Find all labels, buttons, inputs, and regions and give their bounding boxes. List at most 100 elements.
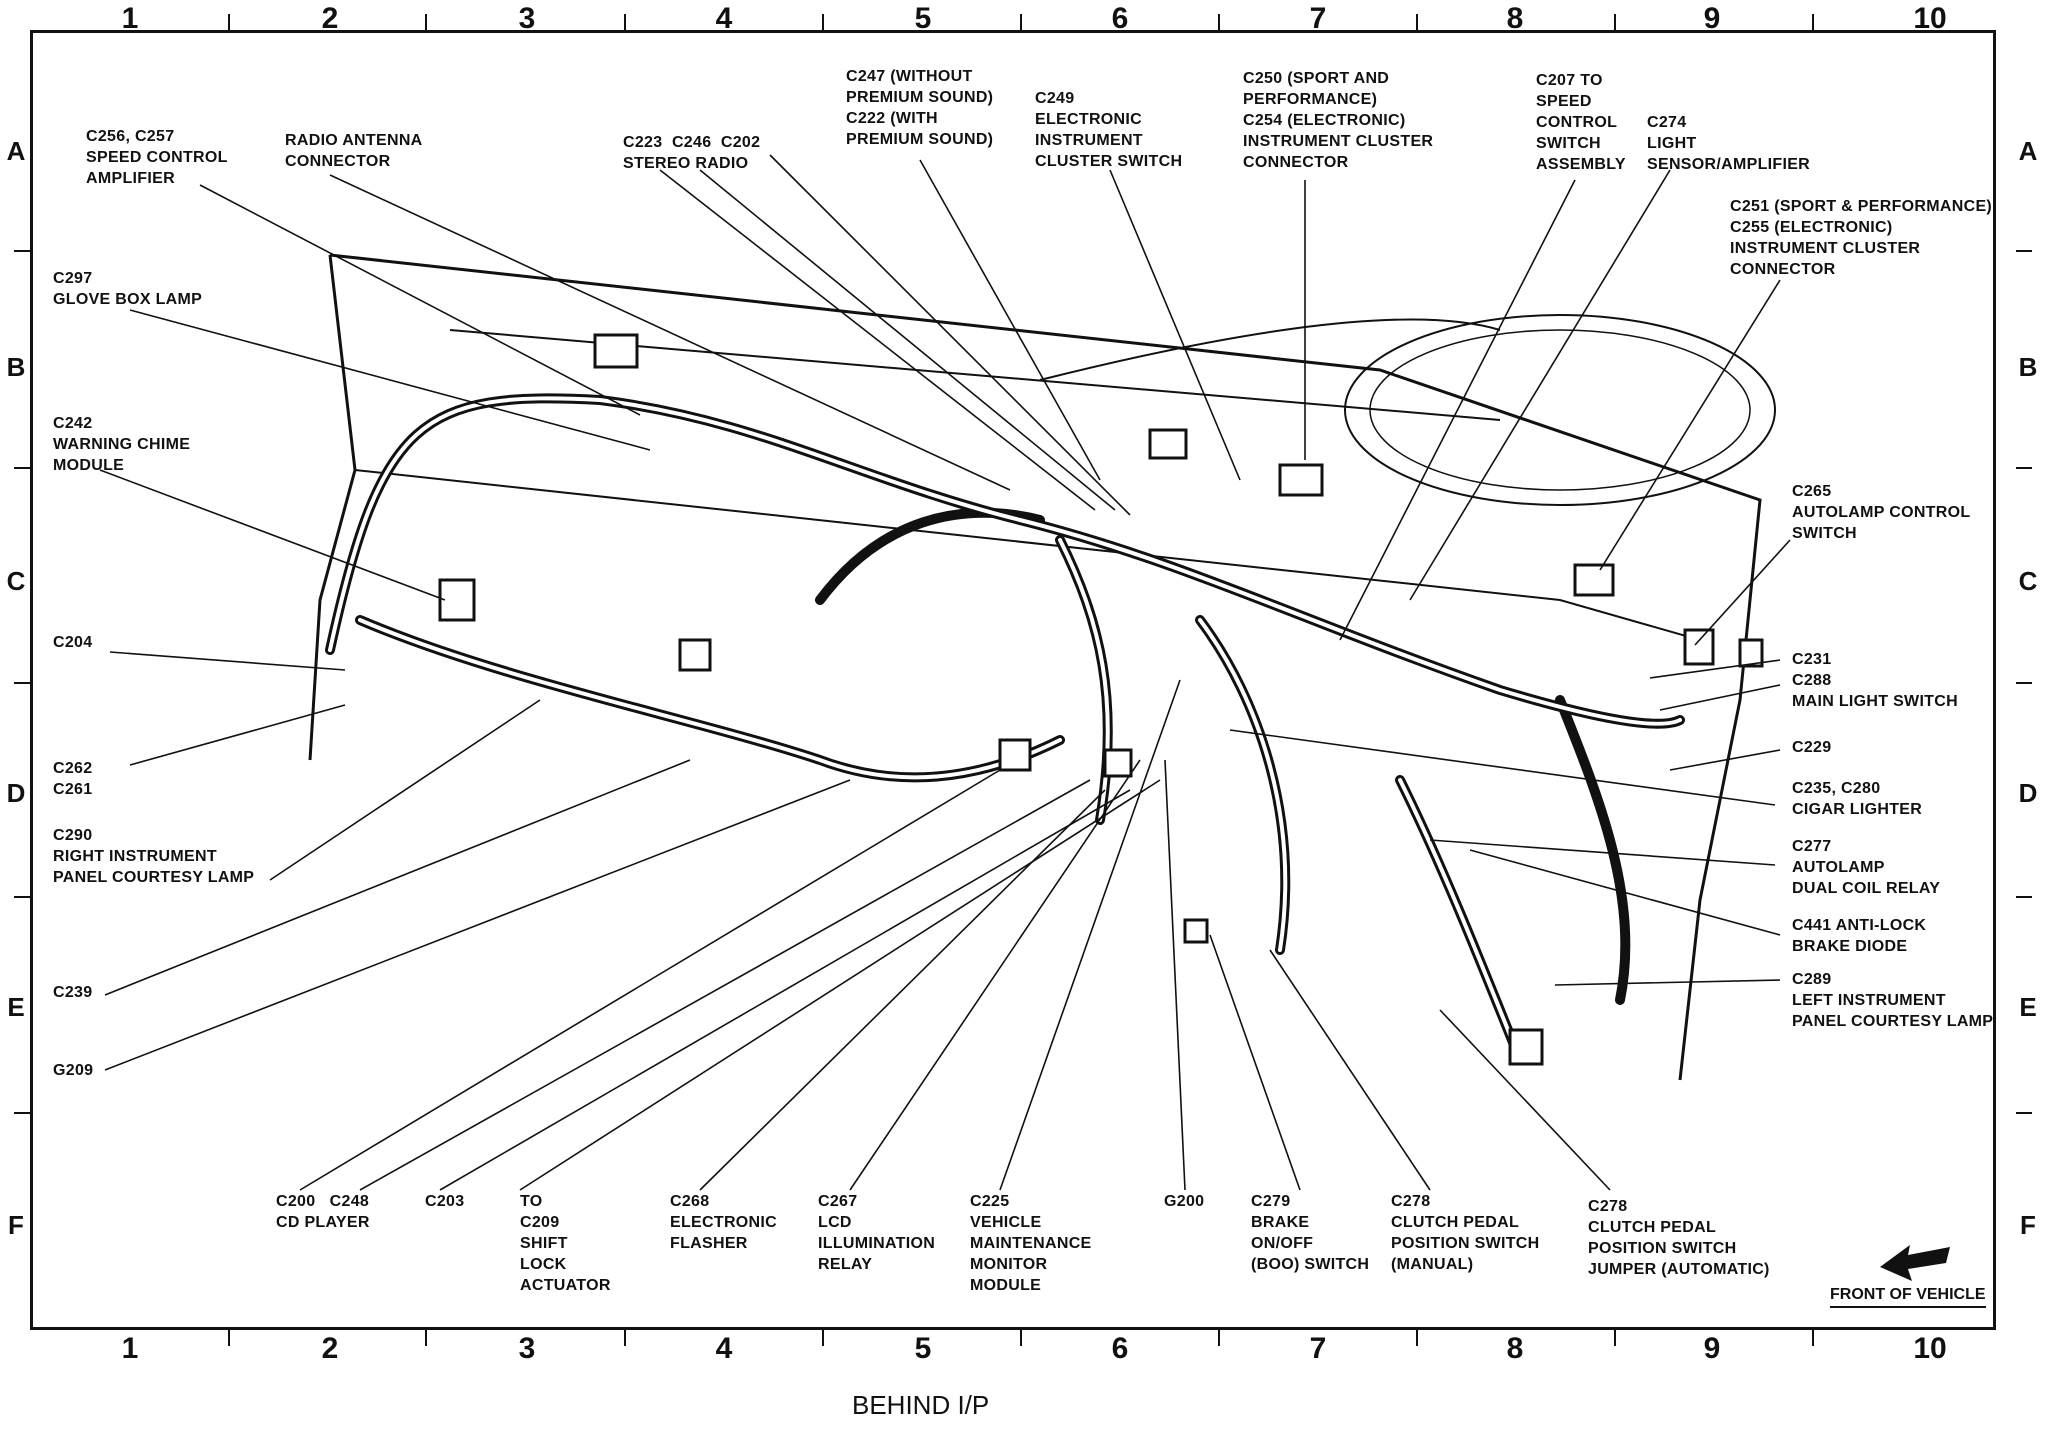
callout-c279: C279 BRAKE ON/OFF (BOO) SWITCH [1251, 1193, 1370, 1273]
callout-c249: C249 ELECTRONIC INSTRUMENT CLUSTER SWITC… [1035, 90, 1183, 170]
row-label-right: E [2019, 992, 2037, 1022]
callout-to-c209: TO C209 SHIFT LOCK ACTUATOR [520, 1193, 611, 1294]
col-label-bottom: 8 [1506, 1332, 1524, 1365]
col-label-top: 8 [1506, 2, 1524, 35]
col-label-bottom: 9 [1703, 1332, 1721, 1365]
grid-tick [1218, 14, 1220, 30]
grid-tick [14, 250, 30, 252]
diagram-title: BEHIND I/P [852, 1390, 990, 1420]
grid-tick [425, 14, 427, 30]
grid-tick [228, 1330, 230, 1346]
callout-c229: C229 [1792, 739, 1832, 756]
callout-c250: C250 (SPORT AND PERFORMANCE) C254 (ELECT… [1243, 70, 1434, 171]
callout-c290: C290 RIGHT INSTRUMENT PANEL COURTESY LAM… [53, 827, 255, 886]
grid-tick [1020, 1330, 1022, 1346]
callout-c265: C265 AUTOLAMP CONTROL SWITCH [1792, 483, 1971, 542]
callout-c278-manual: C278 CLUTCH PEDAL POSITION SWITCH (MANUA… [1391, 1193, 1540, 1273]
diagram-frame [30, 30, 1996, 1330]
grid-tick [1020, 14, 1022, 30]
callout-c251: C251 (SPORT & PERFORMANCE) C255 (ELECTRO… [1730, 198, 1993, 278]
col-label-bottom: 5 [914, 1332, 932, 1365]
grid-tick [14, 896, 30, 898]
grid-tick [1812, 1330, 1814, 1346]
grid-tick [2016, 250, 2032, 252]
col-label-bottom: 3 [518, 1332, 536, 1365]
grid-tick [2016, 467, 2032, 469]
row-label-left: B [6, 352, 26, 382]
row-label-left: F [8, 1210, 24, 1240]
callout-c247: C247 (WITHOUT PREMIUM SOUND) C222 (WITH … [846, 68, 994, 148]
row-label-right: C [2018, 566, 2038, 596]
col-label-bottom: 4 [715, 1332, 733, 1365]
grid-tick [624, 14, 626, 30]
connector-blocks [438, 333, 1764, 1066]
callout-c242: C242 WARNING CHIME MODULE [53, 415, 191, 474]
callout-g200: G200 [1164, 1193, 1205, 1210]
grid-tick [1416, 1330, 1418, 1346]
callout-c278-auto: C278 CLUTCH PEDAL POSITION SWITCH JUMPER… [1588, 1198, 1770, 1278]
row-label-right: F [2020, 1210, 2036, 1240]
callout-c239: C239 [53, 984, 93, 1001]
grid-tick [2016, 896, 2032, 898]
col-label-top: 3 [518, 2, 536, 35]
front-of-vehicle-label: FRONT OF VEHICLE [1830, 1286, 1986, 1308]
col-label-top: 4 [715, 2, 733, 35]
col-label-top: 9 [1703, 2, 1721, 35]
col-label-bottom: 10 [1913, 1332, 1947, 1365]
grid-tick [1218, 1330, 1220, 1346]
row-label-right: D [2018, 778, 2038, 808]
callout-c262: C262 C261 [53, 760, 93, 798]
callout-c225: C225 VEHICLE MAINTENANCE MONITOR MODULE [970, 1193, 1092, 1294]
row-label-right: A [2018, 136, 2038, 166]
callout-c256: C256, C257 SPEED CONTROL AMPLIFIER [86, 128, 228, 187]
callout-c231: C231 [1792, 651, 1832, 668]
front-arrow-icon [1880, 1245, 1950, 1281]
callout-c297: C297 GLOVE BOX LAMP [53, 270, 203, 308]
col-label-top: 2 [321, 2, 339, 35]
grid-tick [14, 467, 30, 469]
col-label-top: 5 [914, 2, 932, 35]
callout-c274: C274 LIGHT SENSOR/AMPLIFIER [1647, 114, 1811, 173]
callout-c223: C223 C246 C202 STEREO RADIO [623, 134, 761, 172]
col-label-bottom: 1 [121, 1332, 139, 1365]
row-label-right: B [2018, 352, 2038, 382]
col-label-top: 6 [1111, 2, 1129, 35]
grid-tick [228, 14, 230, 30]
callout-radio-antenna: RADIO ANTENNA CONNECTOR [285, 132, 423, 170]
col-label-bottom: 6 [1111, 1332, 1129, 1365]
callout-c267: C267 LCD ILLUMINATION RELAY [818, 1193, 936, 1273]
row-label-left: A [6, 136, 26, 166]
col-label-bottom: 2 [321, 1332, 339, 1365]
callout-c235: C235, C280 CIGAR LIGHTER [1792, 780, 1923, 818]
row-label-left: C [6, 566, 26, 596]
col-label-top: 1 [121, 2, 139, 35]
grid-tick [425, 1330, 427, 1346]
grid-tick [822, 1330, 824, 1346]
grid-tick [2016, 1112, 2032, 1114]
callout-c204: C204 [53, 634, 93, 651]
grid-tick [1614, 1330, 1616, 1346]
callout-c200: C200 C248 CD PLAYER [276, 1193, 370, 1231]
callout-g209: G209 [53, 1062, 94, 1079]
grid-tick [14, 1112, 30, 1114]
callout-c288: C288 MAIN LIGHT SWITCH [1792, 672, 1958, 710]
callout-c289: C289 LEFT INSTRUMENT PANEL COURTESY LAMP [1792, 971, 1994, 1030]
grid-tick [1416, 14, 1418, 30]
callout-c203: C203 [425, 1193, 465, 1210]
col-label-bottom: 7 [1309, 1332, 1327, 1365]
grid-tick [822, 14, 824, 30]
grid-tick [1614, 14, 1616, 30]
callout-c277: C277 AUTOLAMP DUAL COIL RELAY [1792, 838, 1941, 897]
callout-c441: C441 ANTI-LOCK BRAKE DIODE [1792, 917, 1927, 955]
grid-tick [2016, 682, 2032, 684]
row-label-left: E [7, 992, 25, 1022]
grid-tick [624, 1330, 626, 1346]
callout-c268: C268 ELECTRONIC FLASHER [670, 1193, 777, 1252]
grid-tick [1812, 14, 1814, 30]
grid-tick [14, 682, 30, 684]
callout-c207: C207 TO SPEED CONTROL SWITCH ASSEMBLY [1536, 72, 1626, 173]
col-label-top: 7 [1309, 2, 1327, 35]
leader-lines [99, 154, 1791, 1191]
col-label-top: 10 [1913, 2, 1947, 35]
